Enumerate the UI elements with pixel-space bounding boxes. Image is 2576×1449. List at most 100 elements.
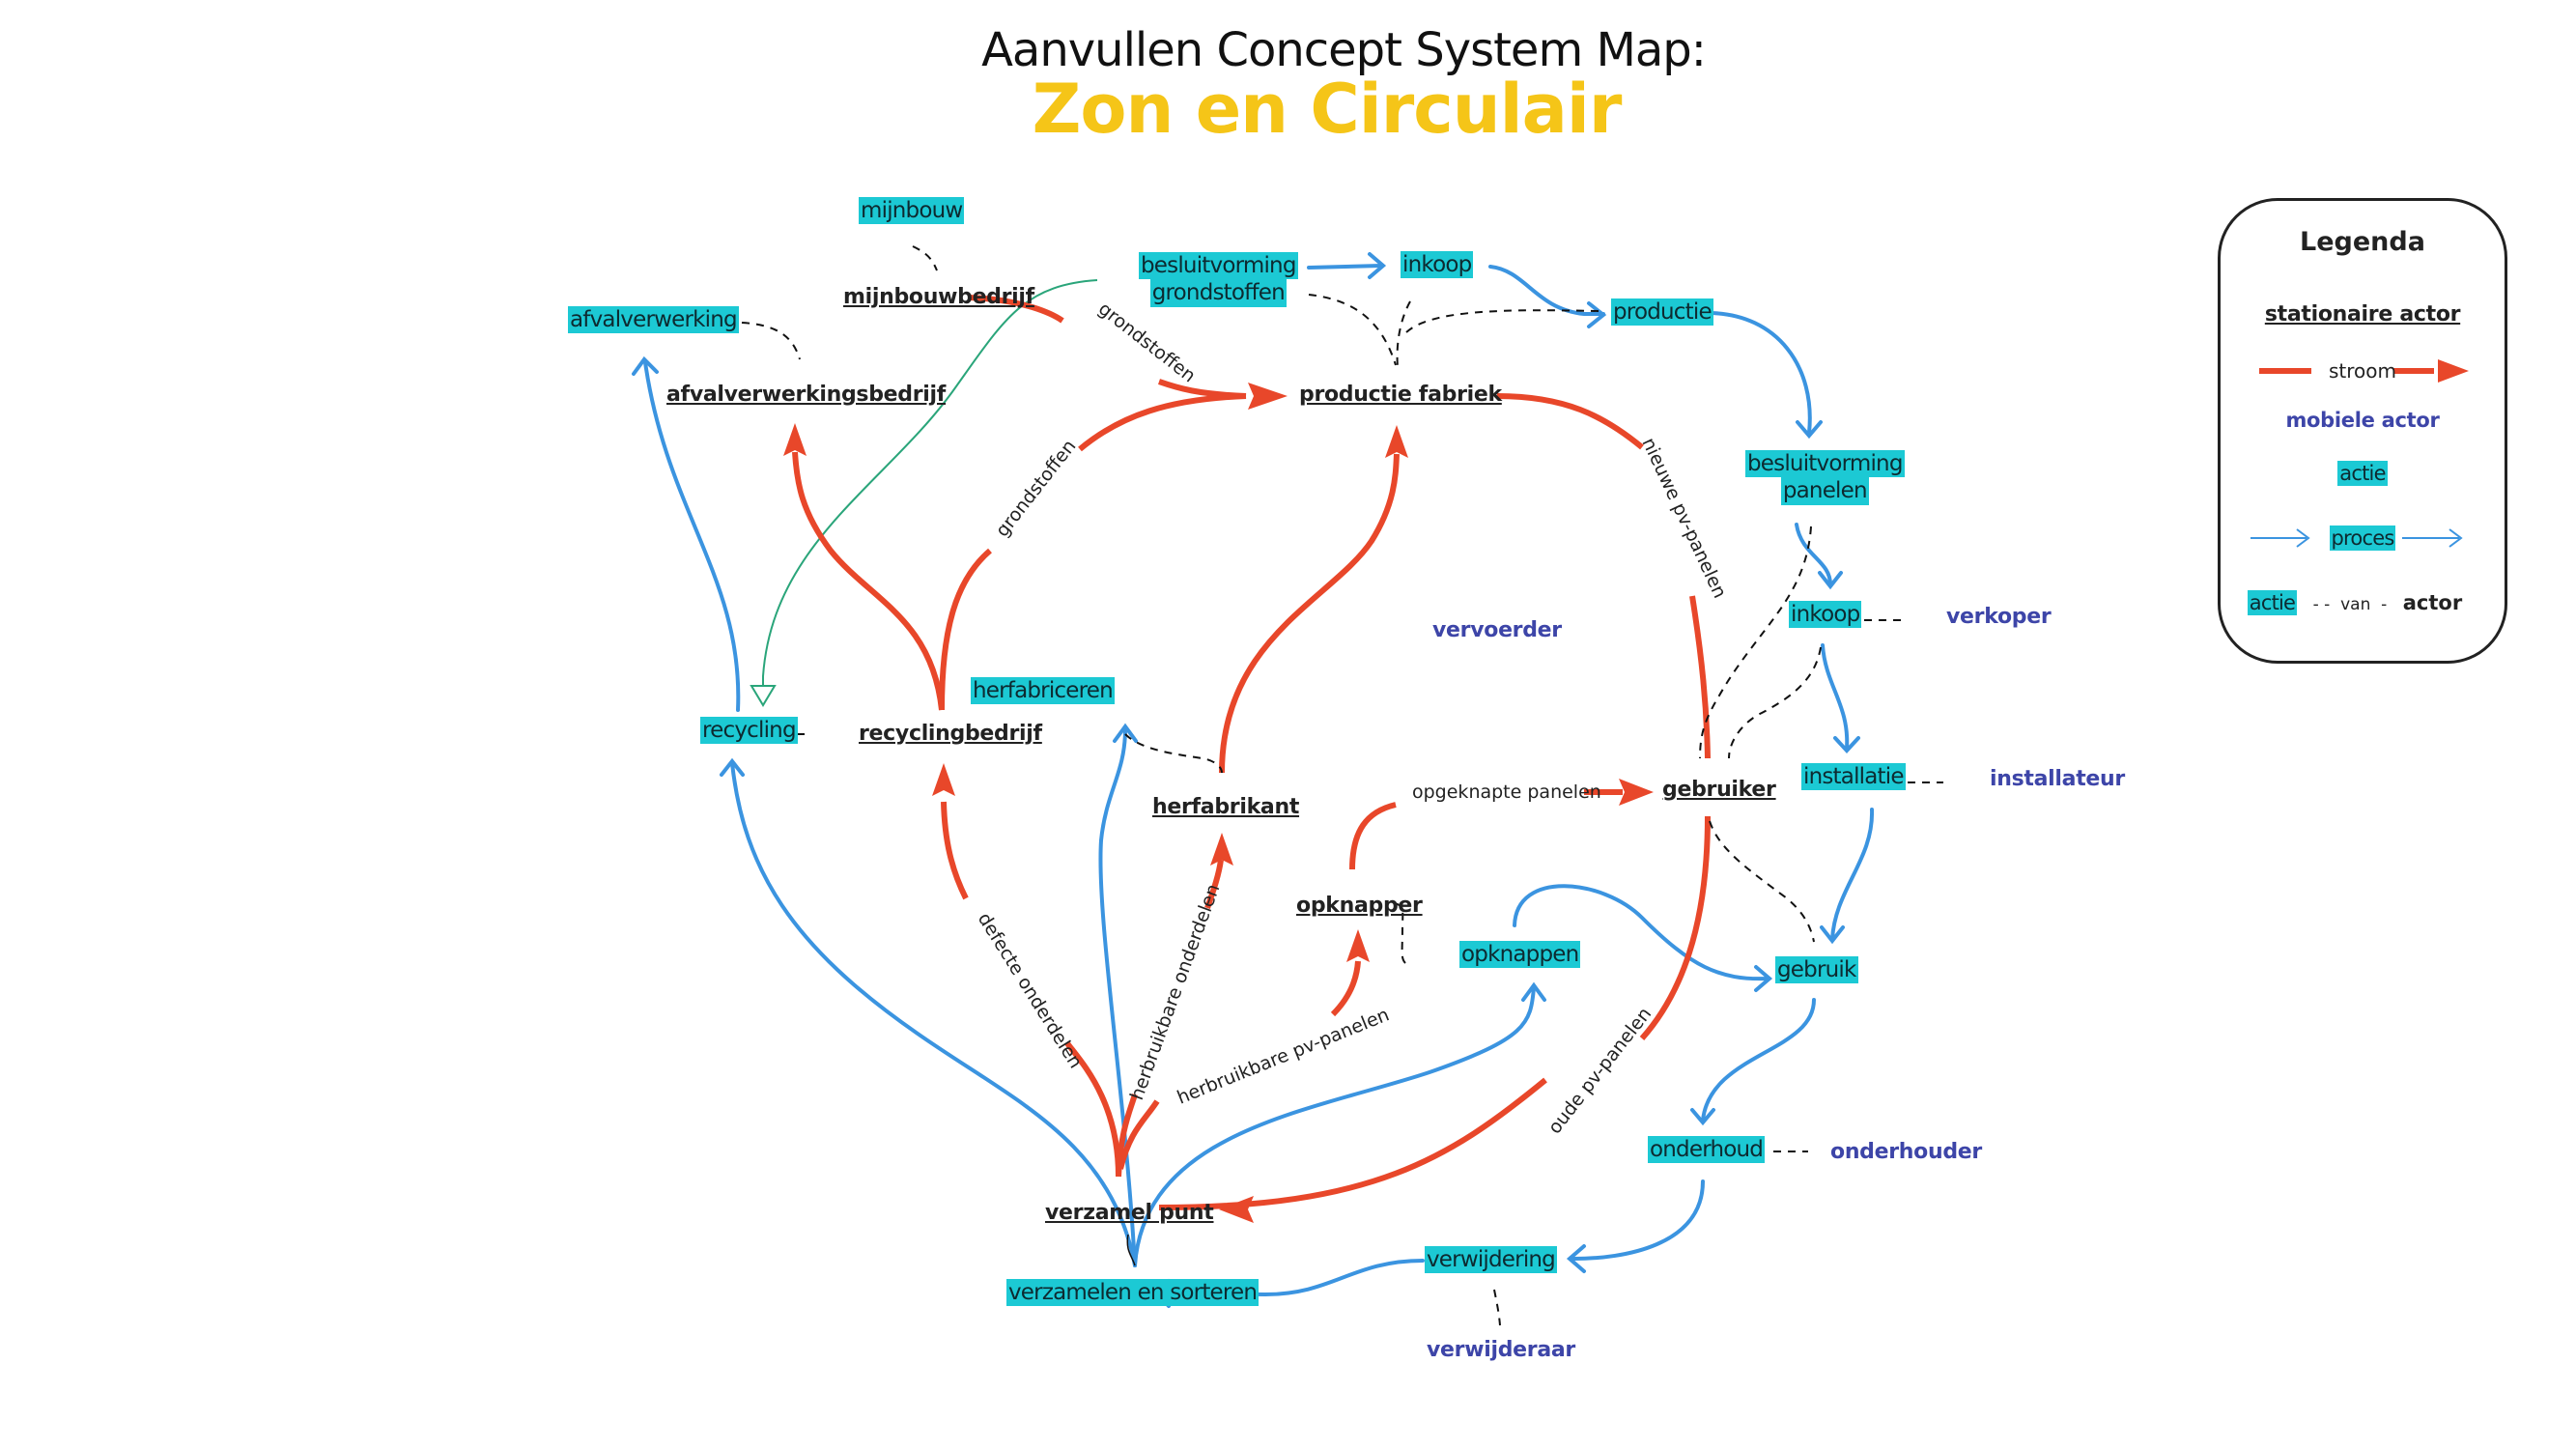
page-title: Aanvullen Concept System Map: [981, 23, 1707, 77]
arrowhead-icon [1521, 981, 1546, 1002]
actie-label-line1: besluitvorming [1139, 252, 1298, 280]
actor-verzamel-punt[interactable]: verzamel punt [1045, 1201, 1214, 1225]
legend-actie-van-actor: actor [2402, 591, 2463, 614]
proces-arrow-inkoop-installatie [1821, 643, 1850, 751]
actie-recycling[interactable]: recycling [700, 717, 798, 744]
actie-onderhoud[interactable]: onderhoud [1648, 1136, 1766, 1163]
actie-besluitvorming-grondstoffen[interactable]: besluitvorming grondstoffen [1139, 252, 1298, 307]
actor-herfabrikant[interactable]: herfabrikant [1152, 795, 1300, 819]
arrowhead-icon [2438, 359, 2469, 383]
actie-label: mijnbouw [859, 197, 965, 224]
arrowhead-icon [1818, 571, 1843, 590]
arrowhead-icon [1754, 965, 1773, 992]
arrowhead-icon [1385, 425, 1408, 458]
hollow-arrowhead-icon [750, 685, 777, 707]
arrowhead-icon [1796, 420, 1823, 440]
stroom-productie-gebruiker-2 [1689, 595, 1711, 759]
arrowhead-icon [1833, 736, 1860, 753]
arrowhead-icon [1248, 383, 1288, 410]
legend-actie-van-actie: actie [2247, 590, 2298, 615]
actie-label: opknappen [1459, 941, 1581, 968]
proces-arrow-onderhoud-verwijdering [1572, 1179, 1705, 1261]
proces-arrow-besluitvorming-inkoop-panelen [1795, 523, 1832, 586]
actie-label: verzamelen en sorteren [1006, 1279, 1260, 1306]
van-link-verwijderaar [1493, 1289, 1501, 1326]
stroom-productie-gebruiker [1496, 393, 1644, 450]
actie-label: inkoop [1401, 251, 1474, 278]
stroom-recycling-afvalverwerking [792, 451, 945, 711]
actor-mijnbouwbedrijf[interactable]: mijnbouwbedrijf [843, 285, 1034, 309]
actie-inkoop-grondstoffen[interactable]: inkoop [1401, 251, 1474, 278]
actie-opknappen[interactable]: opknappen [1459, 941, 1581, 968]
actie-label-line2: grondstoffen [1149, 279, 1287, 307]
actor-opknapper[interactable]: opknapper [1296, 894, 1423, 918]
legend-mobiele-actor: mobiele actor [2285, 409, 2440, 432]
proces-arrow-recycling-afvalverwerking [643, 360, 741, 712]
van-link-opknapper [1393, 902, 1406, 964]
mobiele-actor-verwijderaar[interactable]: verwijderaar [1427, 1338, 1575, 1362]
proces-arrow-besluitvorming-inkoop [1307, 264, 1383, 270]
actie-label-line2: panelen [1780, 477, 1869, 505]
actie-installatie[interactable]: installatie [1801, 763, 1906, 790]
actie-mijnbouw[interactable]: mijnbouw [859, 197, 965, 224]
actor-afvalverwerkingsbedrijf[interactable]: afvalverwerkingsbedrijf [666, 383, 947, 407]
stroom-opknapper-gebruiker [1349, 802, 1397, 870]
actor-gebruiker[interactable]: gebruiker [1662, 778, 1776, 802]
arrowhead-icon [1566, 1244, 1586, 1273]
proces-arrow-verzamel-recycling [730, 761, 1137, 1267]
mobiele-actor-onderhouder[interactable]: onderhouder [1830, 1140, 1982, 1164]
legend-stroom: stroom [2329, 359, 2396, 383]
actie-inkoop-panelen[interactable]: inkoop [1789, 601, 1862, 628]
proces-arrow-inkoop-productie [1488, 265, 1605, 316]
stroom-gebruiker-verzamel [1639, 815, 1711, 1040]
actie-label: recycling [700, 717, 798, 744]
legend-proces-line-left [2250, 528, 2310, 548]
verzamel-connector [1126, 1234, 1136, 1266]
arrowhead-icon [1690, 1108, 1715, 1126]
stroom-verzamel-herfabrikant-2 [1204, 859, 1224, 909]
page-subtitle: Zon en Circulair [1032, 70, 1623, 149]
arrowhead-icon [1619, 779, 1654, 806]
actie-besluitvorming-panelen[interactable]: besluitvorming panelen [1745, 450, 1905, 505]
actor-recyclingbedrijf[interactable]: recyclingbedrijf [859, 722, 1042, 746]
stroom-herfabrikant-productie [1219, 453, 1400, 774]
mobiele-actor-installateur[interactable]: installateur [1990, 767, 2125, 791]
arrowhead-icon [1113, 723, 1138, 743]
actie-label: gebruik [1775, 956, 1858, 983]
stroom-label-oude-pv-panelen: oude pv-panelen [1544, 1004, 1656, 1138]
actor-productie-fabriek[interactable]: productie fabriek [1299, 383, 1502, 407]
actie-label: installatie [1801, 763, 1906, 790]
stroom-recycling-productie [939, 548, 992, 711]
proces-arrow-productie-besluitvorming [1708, 311, 1812, 435]
legend-graphics [2250, 359, 2469, 548]
stroom-label-grondstoffen-mijn: grondstoffen [1094, 298, 1200, 387]
stroom-verzamel-recyclingbedrijf [1064, 1041, 1121, 1178]
actie-gebruik[interactable]: gebruik [1775, 956, 1858, 983]
actie-verzamelen-en-sorteren[interactable]: verzamelen en sorteren [1006, 1279, 1260, 1306]
actie-verwijdering[interactable]: verwijdering [1425, 1246, 1557, 1273]
actie-label: inkoop [1789, 601, 1862, 628]
van-link-inkoop-gebruiker [1728, 646, 1822, 759]
arrowhead-icon [783, 423, 807, 456]
actie-herfabriceren[interactable]: herfabriceren [971, 677, 1115, 704]
actie-afvalverwerking[interactable]: afvalverwerking [568, 306, 739, 333]
van-link-mijnbouw [912, 245, 938, 271]
proces-arrow-verzamel-opknappen [1133, 985, 1536, 1267]
arrowhead-icon [1219, 1196, 1254, 1223]
stroom-verzamel-opknapper [1118, 1099, 1160, 1170]
actie-label: verwijdering [1425, 1246, 1557, 1273]
van-link-afvalverwerking [741, 322, 801, 360]
stroom-label-nieuwe-pv-panelen: nieuwe pv-panelen [1637, 435, 1730, 602]
actie-label-line1: besluitvorming [1745, 450, 1905, 478]
arrowhead-icon [932, 763, 955, 796]
mobiele-actor-vervoerder[interactable]: vervoerder [1432, 618, 1562, 642]
green-link-besluitvorming-recycling [762, 279, 1098, 688]
actie-productie[interactable]: productie [1611, 298, 1713, 326]
arrowhead-icon [1368, 252, 1387, 279]
proces-arrow-verzamel-herfabriceren [1098, 727, 1137, 1267]
arrowhead-icon [1587, 301, 1607, 328]
legend-proces-line-right [2402, 528, 2463, 548]
mobiele-actor-verkoper[interactable]: verkoper [1946, 605, 2052, 629]
legend-actie: actie [2337, 461, 2388, 486]
